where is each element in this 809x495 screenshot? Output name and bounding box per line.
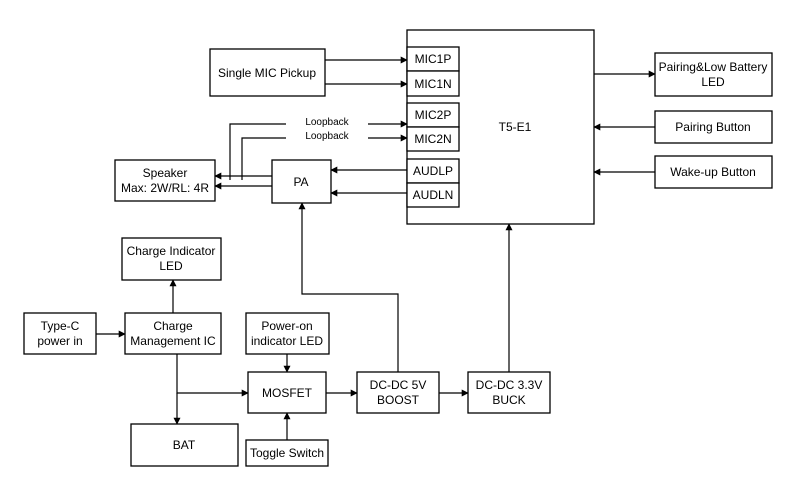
single-mic-pickup-block: Single MIC Pickup bbox=[209, 48, 326, 97]
wire-boost-to-pa bbox=[298, 202, 399, 372]
svg-text:LED: LED bbox=[701, 75, 725, 89]
loopback-label-2: Loopback bbox=[305, 131, 349, 142]
pairing-low-battery-led-block: Pairing&Low Battery LED bbox=[654, 52, 773, 97]
svg-text:indicator LED: indicator LED bbox=[251, 334, 323, 348]
svg-text:Toggle Switch: Toggle Switch bbox=[250, 446, 324, 460]
poweron-indicator-led-block: Power-on indicator LED bbox=[245, 312, 330, 355]
svg-text:BAT: BAT bbox=[173, 438, 196, 452]
speaker-block: Speaker Max: 2W/RL: 4R bbox=[114, 159, 216, 202]
svg-text:DC-DC 5V: DC-DC 5V bbox=[370, 378, 427, 392]
pin-mic2n: MIC2N bbox=[406, 126, 460, 152]
svg-text:MIC1P: MIC1P bbox=[415, 52, 452, 66]
pin-audlp: AUDLP bbox=[406, 158, 460, 184]
svg-text:MOSFET: MOSFET bbox=[262, 386, 313, 400]
svg-text:Charge: Charge bbox=[153, 319, 193, 333]
svg-text:Speaker: Speaker bbox=[143, 166, 188, 180]
svg-text:MIC1N: MIC1N bbox=[414, 77, 451, 91]
svg-text:MIC2N: MIC2N bbox=[414, 132, 451, 146]
pin-audln: AUDLN bbox=[406, 182, 460, 208]
svg-text:Max: 2W/RL: 4R: Max: 2W/RL: 4R bbox=[121, 181, 209, 195]
svg-text:Power-on: Power-on bbox=[261, 319, 312, 333]
svg-text:Single MIC Pickup: Single MIC Pickup bbox=[218, 66, 316, 80]
pa-block: PA bbox=[271, 159, 332, 204]
svg-text:Wake-up Button: Wake-up Button bbox=[670, 165, 756, 179]
dcdc-33v-buck-block: DC-DC 3.3V BUCK bbox=[467, 371, 551, 414]
svg-text:Type-C: Type-C bbox=[41, 319, 80, 333]
charge-management-ic-block: Charge Management IC bbox=[124, 312, 222, 355]
pairing-button-block: Pairing Button bbox=[654, 110, 773, 144]
svg-text:Pairing Button: Pairing Button bbox=[675, 120, 750, 134]
svg-text:Management IC: Management IC bbox=[130, 334, 216, 348]
loopback-label-1: Loopback bbox=[305, 117, 349, 128]
svg-text:BUCK: BUCK bbox=[492, 393, 525, 407]
svg-text:DC-DC 3.3V: DC-DC 3.3V bbox=[476, 378, 543, 392]
svg-text:LED: LED bbox=[159, 259, 183, 273]
wire-charge-ic-to-mosfet bbox=[176, 354, 249, 397]
svg-text:power in: power in bbox=[37, 334, 82, 348]
mosfet-block: MOSFET bbox=[247, 371, 327, 414]
dcdc-5v-boost-block: DC-DC 5V BOOST bbox=[356, 371, 440, 414]
pin-mic1n: MIC1N bbox=[406, 70, 460, 97]
svg-text:AUDLN: AUDLN bbox=[413, 188, 454, 202]
svg-text:Charge Indicator: Charge Indicator bbox=[127, 244, 216, 258]
pin-mic1p: MIC1P bbox=[406, 46, 460, 72]
svg-text:Pairing&Low Battery: Pairing&Low Battery bbox=[659, 60, 768, 74]
bat-block: BAT bbox=[130, 423, 239, 467]
charge-indicator-led-block: Charge Indicator LED bbox=[121, 237, 222, 281]
t5e1-label: T5-E1 bbox=[499, 120, 532, 134]
wakeup-button-block: Wake-up Button bbox=[654, 155, 773, 189]
typec-power-in-block: Type-C power in bbox=[23, 312, 97, 355]
pin-mic2p: MIC2P bbox=[406, 102, 460, 128]
svg-text:BOOST: BOOST bbox=[377, 393, 420, 407]
svg-text:MIC2P: MIC2P bbox=[415, 108, 452, 122]
toggle-switch-block: Toggle Switch bbox=[245, 439, 329, 467]
svg-text:PA: PA bbox=[293, 175, 308, 189]
svg-text:AUDLP: AUDLP bbox=[413, 164, 453, 178]
